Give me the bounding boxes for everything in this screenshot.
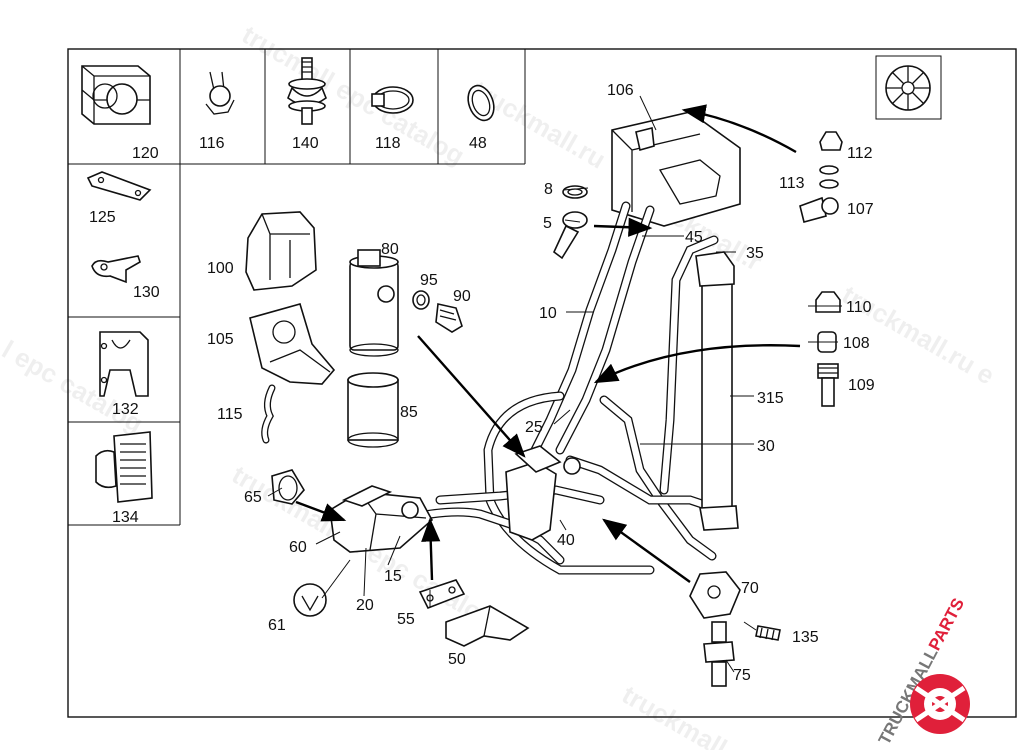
fan-icon bbox=[885, 65, 931, 111]
label-30: 30 bbox=[757, 438, 775, 455]
label-113: 113 bbox=[779, 175, 805, 192]
label-120: 120 bbox=[132, 145, 159, 162]
part-70-flange bbox=[689, 571, 741, 619]
label-48: 48 bbox=[469, 135, 487, 152]
label-135: 135 bbox=[792, 629, 819, 646]
part-120-clamp-block bbox=[81, 65, 151, 125]
label-15: 15 bbox=[384, 568, 402, 585]
part-112-cap bbox=[819, 131, 843, 151]
part-315-tube bbox=[695, 251, 739, 531]
label-130: 130 bbox=[133, 284, 160, 301]
watermark-text: truckmall.ru bbox=[617, 679, 761, 750]
label-61: 61 bbox=[268, 617, 286, 634]
part-113-ring bbox=[819, 165, 839, 189]
label-116: 116 bbox=[199, 135, 225, 152]
label-45: 45 bbox=[685, 229, 703, 246]
part-130-bracket bbox=[91, 255, 141, 284]
label-108: 108 bbox=[843, 335, 870, 352]
label-95: 95 bbox=[420, 272, 438, 289]
label-140: 140 bbox=[292, 135, 319, 152]
label-70: 70 bbox=[741, 580, 759, 597]
pipe-network bbox=[395, 201, 725, 575]
part-40-valve bbox=[505, 445, 581, 541]
watermark-text: trucmall epc catalog bbox=[237, 19, 470, 171]
leader-lines bbox=[267, 95, 842, 673]
label-134: 134 bbox=[112, 509, 139, 526]
label-20: 20 bbox=[356, 597, 374, 614]
label-50: 50 bbox=[448, 651, 466, 668]
label-100: 100 bbox=[207, 260, 234, 277]
part-61-gasket bbox=[293, 583, 327, 617]
watermark-text: truckmall.ru bbox=[467, 74, 611, 174]
part-5-banjo bbox=[553, 211, 588, 260]
part-116-pipe-clip bbox=[205, 71, 235, 115]
part-80-filter bbox=[349, 249, 399, 357]
part-100-bracket bbox=[245, 211, 317, 291]
label-112: 112 bbox=[847, 145, 873, 162]
label-132: 132 bbox=[112, 401, 139, 418]
part-8-seal bbox=[562, 185, 588, 199]
part-118-hose-clamp bbox=[371, 86, 414, 114]
diagram-frame bbox=[67, 48, 1017, 718]
label-40: 40 bbox=[557, 532, 575, 549]
part-135-bolt bbox=[755, 625, 781, 641]
gear-logo-icon bbox=[910, 674, 970, 734]
part-107-fitting bbox=[799, 196, 839, 223]
brand-logo: TRUCKMALLPARTS bbox=[875, 595, 970, 748]
label-80: 80 bbox=[381, 241, 399, 258]
label-315: 315 bbox=[757, 390, 784, 407]
label-125: 125 bbox=[89, 209, 116, 226]
label-65: 65 bbox=[244, 489, 262, 506]
part-95-ring bbox=[412, 290, 430, 310]
label-115: 115 bbox=[217, 406, 243, 423]
label-109: 109 bbox=[848, 377, 875, 394]
label-85: 85 bbox=[400, 404, 418, 421]
label-75: 75 bbox=[733, 667, 751, 684]
part-106-tank bbox=[611, 111, 741, 227]
part-125-gasket bbox=[86, 171, 152, 201]
label-107: 107 bbox=[847, 201, 874, 218]
label-10: 10 bbox=[539, 305, 557, 322]
part-110-nut bbox=[815, 291, 841, 313]
part-75-connector bbox=[703, 621, 735, 687]
part-50-bracket bbox=[445, 605, 530, 647]
label-25: 25 bbox=[525, 419, 543, 436]
label-110: 110 bbox=[846, 299, 872, 316]
label-118: 118 bbox=[375, 135, 401, 152]
part-labels: 120 116 140 118 48 125 130 132 134 100 1… bbox=[89, 82, 875, 684]
part-140-rubber-mount bbox=[287, 57, 327, 125]
part-109-fitting bbox=[817, 363, 839, 407]
part-132-clamp-bracket bbox=[99, 331, 149, 397]
label-35: 35 bbox=[746, 245, 764, 262]
part-48-seal-ring bbox=[467, 84, 495, 122]
label-60: 60 bbox=[289, 539, 307, 556]
label-55: 55 bbox=[397, 611, 415, 628]
label-106: 106 bbox=[607, 82, 634, 99]
part-85-filter-sleeve bbox=[347, 372, 399, 448]
part-115-hose bbox=[261, 384, 276, 444]
parts-inset-grid bbox=[68, 49, 942, 526]
part-134-clamp-housing bbox=[95, 431, 153, 503]
label-105: 105 bbox=[207, 331, 234, 348]
part-65-gasket bbox=[271, 469, 305, 505]
part-105-bracket bbox=[249, 303, 336, 385]
callout-arrows bbox=[295, 104, 801, 583]
label-8: 8 bbox=[544, 181, 553, 198]
part-90-plug bbox=[435, 303, 463, 333]
label-90: 90 bbox=[453, 288, 471, 305]
label-5: 5 bbox=[543, 215, 552, 232]
part-60-pump bbox=[329, 485, 434, 553]
